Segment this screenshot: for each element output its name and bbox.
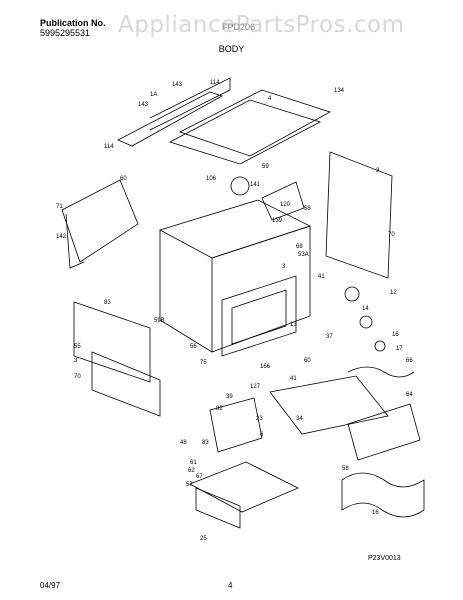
part-callout-label: 53A	[298, 252, 309, 258]
part-callout-label: 61	[190, 460, 197, 466]
part-callout-label: 60	[120, 176, 127, 182]
publication-number: 5995295531	[40, 28, 91, 38]
left-side-panel	[61, 179, 139, 263]
part-callout-label: 25	[200, 536, 207, 542]
part-callout-label: 16	[392, 332, 399, 338]
part-callout-label: 106	[206, 176, 217, 182]
part-callout-label: 3	[74, 358, 78, 364]
part-callout-label: 1A	[150, 92, 157, 98]
part-callout-label: 58	[304, 206, 311, 212]
part-callout-label: 37	[326, 334, 333, 340]
right-side-panel	[325, 151, 393, 279]
part-callout-label: 39	[226, 394, 233, 400]
part-callout-label: 6	[260, 432, 264, 438]
part-callout-label: 23	[256, 416, 263, 422]
part-callout-label: 142	[56, 234, 67, 240]
footer-date: 04/97	[40, 581, 61, 590]
part-callout-label: 66	[406, 358, 413, 364]
part-callout-label: 17	[396, 346, 403, 352]
oven-rack	[269, 375, 389, 435]
part-callout-label: 67	[196, 474, 203, 480]
lower-left-panel	[73, 301, 151, 383]
part-callout-label: 70	[74, 374, 81, 380]
bake-element	[347, 366, 415, 378]
part-callout-label: 68	[296, 244, 303, 250]
part-callout-label: 83	[202, 440, 209, 446]
section-title: BODY	[218, 44, 245, 54]
part-callout-label: 48	[180, 440, 187, 446]
part-callout-label: 166	[260, 364, 271, 370]
part-callout-label: 41	[318, 274, 325, 280]
diagram-code: P23V0013	[368, 555, 401, 562]
part-callout-label: 120	[280, 202, 291, 208]
watermark: AppliancePartsPros.com	[118, 12, 405, 38]
part-callout-label: 59	[262, 164, 269, 170]
rear-bracket	[117, 91, 223, 147]
publication-label: Publication No.	[40, 18, 106, 28]
part-callout-label: 139	[272, 218, 283, 224]
part-callout-label: 82	[216, 406, 223, 412]
part-callout-label: 41	[290, 376, 297, 382]
part-callout-label: 3	[376, 168, 380, 174]
part-callout-label: 75	[200, 360, 207, 366]
oven-door-frame	[221, 275, 297, 357]
selector-knob	[344, 286, 360, 302]
part-callout-label: 3	[282, 264, 286, 270]
part-callout-label: 13	[290, 322, 297, 328]
part-callout-label: 70	[388, 232, 395, 238]
part-callout-label: 14	[362, 306, 369, 312]
broil-pan	[347, 403, 421, 461]
part-callout-label: 141	[250, 182, 261, 188]
part-callout-label: 83	[104, 300, 111, 306]
fan-duct	[261, 181, 305, 221]
part-callout-label: 4	[268, 96, 272, 102]
part-callout-label: 114	[104, 144, 114, 150]
part-callout-label: 55	[74, 344, 81, 350]
part-callout-label: 34	[296, 416, 303, 422]
publication-header: Publication No. 5995295531	[40, 18, 106, 38]
part-callout-label: 57	[186, 482, 193, 488]
part-callout-label: 59B	[154, 318, 165, 324]
control-bracket	[209, 397, 263, 453]
part-callout-label: 64	[406, 392, 413, 398]
part-callout-label: 127	[250, 384, 261, 390]
part-callout-label: 62	[188, 468, 195, 474]
part-callout-label: 60	[304, 358, 311, 364]
part-callout-label: 143	[172, 82, 183, 88]
model-number: FPD206	[222, 22, 256, 32]
part-callout-label: 143	[138, 102, 149, 108]
footer-page: 4	[228, 581, 233, 590]
oven-top	[158, 199, 312, 259]
oven-left	[159, 230, 213, 353]
part-callout-label: 134	[334, 88, 345, 94]
part-callout-label: 12	[390, 290, 397, 296]
broil-element	[341, 472, 425, 518]
part-callout-label: 56	[190, 344, 197, 350]
part-callout-label: 16	[372, 510, 379, 516]
part-callout-label: 114	[210, 80, 220, 86]
part-callout-label: 58	[342, 466, 349, 472]
part-callout-label: 71	[56, 204, 63, 210]
bottom-panel	[189, 461, 299, 513]
top-cover	[178, 89, 332, 157]
